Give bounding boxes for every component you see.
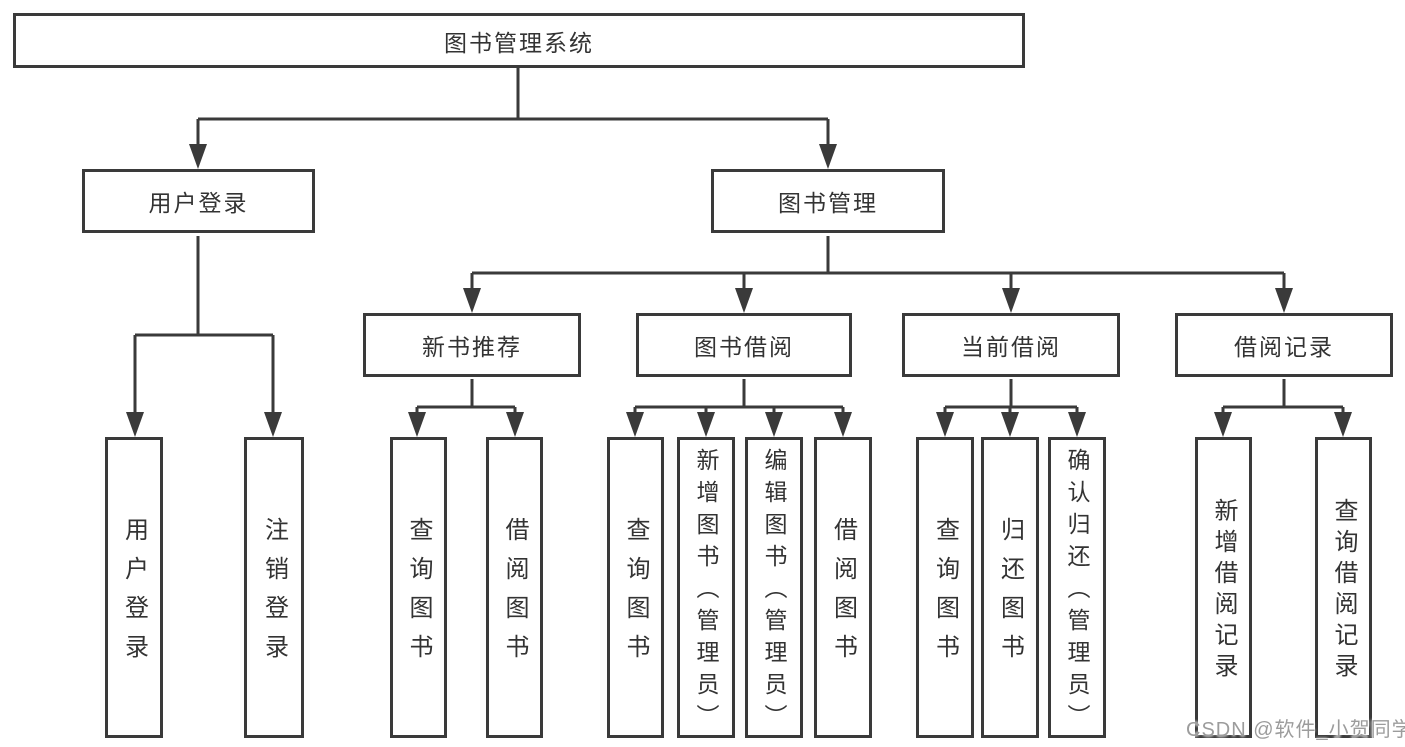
connector-book-management	[470, 236, 1286, 290]
node-book-borrowing: 图书借阅	[636, 313, 852, 377]
arrow-down-icon	[1002, 288, 1020, 313]
arrow-down-icon	[936, 412, 954, 437]
node-leaf-borrow-books-2-label: 借阅图书	[829, 517, 857, 673]
node-leaf-query-books-3: 查询图书	[916, 437, 974, 738]
arrow-down-icon	[626, 412, 644, 437]
node-new-book-recommend: 新书推荐	[363, 313, 581, 377]
node-leaf-add-books-label: 新增图书（管理员）	[693, 448, 719, 736]
connector-root	[196, 68, 830, 146]
arrow-down-icon	[189, 144, 207, 169]
node-leaf-borrow-books-1-label: 借阅图书	[501, 517, 528, 673]
arrow-down-icon	[463, 288, 481, 313]
connector-current-borrow	[943, 379, 1079, 414]
node-leaf-user-login-label: 用户登录	[120, 517, 148, 673]
connector-book-borrow	[633, 379, 845, 414]
node-root-label: 图书管理系统	[444, 29, 594, 56]
arrow-down-icon	[735, 288, 753, 313]
connector-user-login	[133, 236, 275, 414]
arrow-down-icon	[765, 412, 783, 437]
node-leaf-query-books-1: 查询图书	[390, 437, 447, 738]
node-leaf-return-books: 归还图书	[981, 437, 1039, 738]
arrow-down-icon	[1001, 412, 1019, 437]
node-leaf-edit-books-label: 编辑图书（管理员）	[761, 448, 787, 736]
node-book-management: 图书管理	[711, 169, 945, 233]
arrow-down-icon	[819, 144, 837, 169]
node-user-login: 用户登录	[82, 169, 315, 233]
arrow-down-icon	[126, 412, 144, 437]
node-leaf-edit-books: 编辑图书（管理员）	[745, 437, 803, 738]
node-leaf-confirm-return-label: 确认归还（管理员）	[1064, 448, 1090, 736]
node-leaf-add-books: 新增图书（管理员）	[677, 437, 735, 738]
node-current-borrowing-label: 当前借阅	[961, 334, 1061, 360]
node-leaf-query-books-2: 查询图书	[607, 437, 664, 738]
arrow-down-icon	[408, 412, 426, 437]
node-leaf-query-books-2-label: 查询图书	[622, 517, 649, 673]
node-leaf-query-books-1-label: 查询图书	[405, 517, 432, 673]
node-borrowing-records: 借阅记录	[1175, 313, 1393, 377]
node-book-management-label: 图书管理	[778, 190, 878, 216]
node-leaf-user-login: 用户登录	[105, 437, 163, 738]
node-user-login-label: 用户登录	[148, 190, 249, 216]
arrow-down-icon	[506, 412, 524, 437]
arrow-down-icon	[1334, 412, 1352, 437]
node-leaf-borrow-books-1: 借阅图书	[486, 437, 543, 738]
arrow-down-icon	[1068, 412, 1086, 437]
arrow-down-icon	[834, 412, 852, 437]
node-leaf-add-borrow-record-label: 新增借阅记录	[1210, 498, 1237, 684]
connector-borrow-records	[1221, 379, 1345, 414]
node-current-borrowing: 当前借阅	[902, 313, 1120, 377]
node-leaf-query-books-3-label: 查询图书	[931, 517, 959, 673]
node-leaf-borrow-books-2: 借阅图书	[814, 437, 872, 738]
node-leaf-logout-label: 注销登录	[260, 517, 288, 673]
node-new-book-recommend-label: 新书推荐	[422, 334, 522, 360]
node-leaf-confirm-return: 确认归还（管理员）	[1048, 437, 1106, 738]
node-root: 图书管理系统	[13, 13, 1025, 68]
node-leaf-query-borrow-record-label: 查询借阅记录	[1330, 498, 1357, 684]
arrowheads	[126, 144, 1352, 437]
csdn-watermark: CSDN @软件_小贺同学	[1186, 719, 1405, 741]
arrow-down-icon	[1275, 288, 1293, 313]
arrow-down-icon	[697, 412, 715, 437]
arrow-down-icon	[1214, 412, 1232, 437]
arrow-down-icon	[264, 412, 282, 437]
node-leaf-return-books-label: 归还图书	[996, 517, 1024, 673]
node-leaf-add-borrow-record: 新增借阅记录	[1195, 437, 1252, 738]
node-borrowing-records-label: 借阅记录	[1234, 334, 1334, 360]
connector-new-book	[415, 379, 517, 414]
node-leaf-logout: 注销登录	[244, 437, 304, 738]
node-leaf-query-borrow-record: 查询借阅记录	[1315, 437, 1372, 738]
node-book-borrowing-label: 图书借阅	[694, 334, 794, 360]
